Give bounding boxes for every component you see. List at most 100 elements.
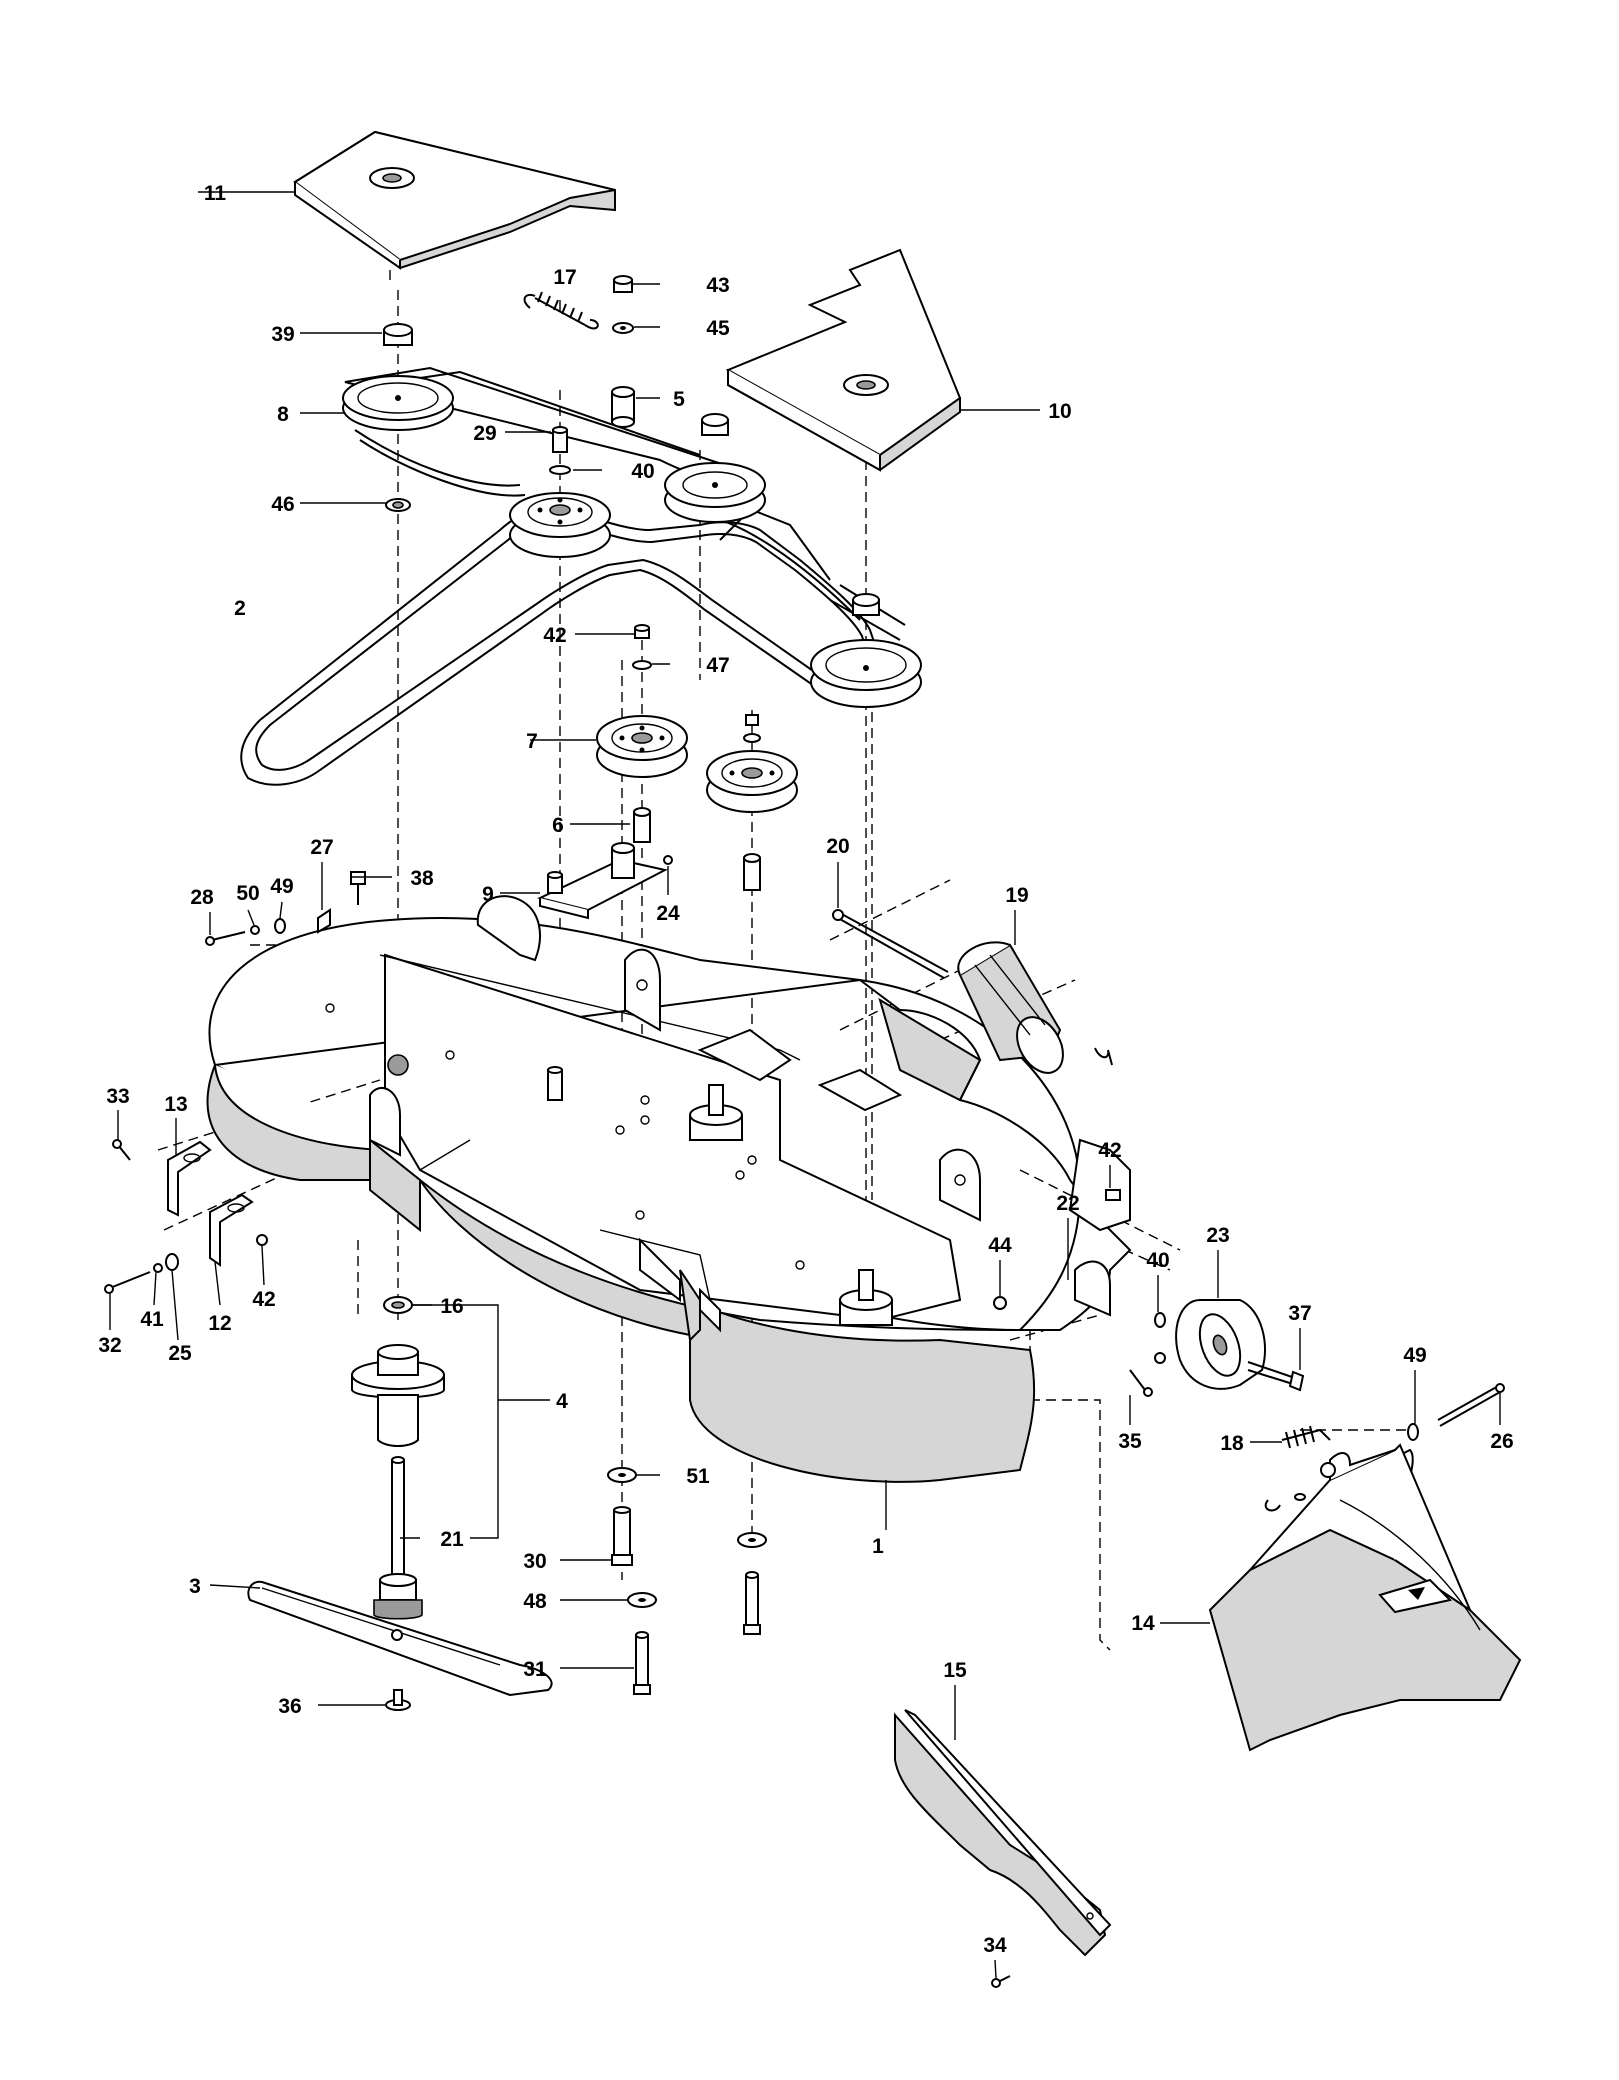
hairpin-clip <box>1094 1047 1113 1066</box>
pin-26 <box>1437 1383 1505 1427</box>
callout-32: 32 <box>98 1334 121 1357</box>
bolt-36 <box>385 1689 411 1711</box>
callout-12: 12 <box>208 1312 231 1335</box>
nut-42-left <box>256 1234 268 1246</box>
callout-42-left: 42 <box>252 1288 275 1311</box>
washer-48 <box>627 1592 657 1608</box>
pulley-right-lower <box>810 639 922 708</box>
callout-24: 24 <box>656 902 680 925</box>
bracket-12 <box>209 1193 254 1267</box>
callout-49-left: 49 <box>270 875 293 898</box>
nut-39 <box>383 323 413 346</box>
pin-20 <box>832 909 949 979</box>
screw-34 <box>991 1975 1011 1988</box>
spacer-right-idler <box>743 853 761 891</box>
callout-14: 14 <box>1131 1612 1155 1635</box>
drive-belt <box>240 366 906 786</box>
nut-44 <box>993 1296 1007 1310</box>
nut-42-top <box>634 624 650 639</box>
bolt-30 <box>611 1506 633 1566</box>
callout-28: 28 <box>190 886 214 909</box>
bolt-33 <box>112 1139 131 1161</box>
callout-48: 48 <box>523 1590 547 1613</box>
callout-43: 43 <box>706 274 729 297</box>
callout-36: 36 <box>278 1695 301 1718</box>
lock-washer-50 <box>250 925 260 935</box>
washer-40-top <box>549 465 571 475</box>
deflector-15 <box>894 1709 1112 1957</box>
callout-25: 25 <box>168 1342 192 1365</box>
washer-49-right <box>1407 1423 1419 1441</box>
callout-labels: 1 2 3 4 5 6 7 8 9 10 11 12 13 14 15 16 1… <box>98 182 1513 1957</box>
callout-42-top: 42 <box>543 624 566 647</box>
bolt-38 <box>350 871 366 905</box>
nut-upper-right <box>701 413 729 436</box>
bolt-29 <box>552 426 568 453</box>
bracket-27 <box>317 908 331 934</box>
callout-19: 19 <box>1005 884 1028 907</box>
callout-3: 3 <box>189 1575 201 1598</box>
callout-9: 9 <box>482 883 494 906</box>
callout-17: 17 <box>553 266 576 289</box>
callout-15: 15 <box>943 1659 967 1682</box>
bearing-46 <box>385 498 411 512</box>
callout-21: 21 <box>440 1528 464 1551</box>
nut-right-idler <box>743 714 761 743</box>
callout-23: 23 <box>1206 1224 1229 1247</box>
callout-46: 46 <box>271 493 294 516</box>
washer-40-right <box>1154 1312 1166 1328</box>
callout-10: 10 <box>1048 400 1071 423</box>
axle-bolt-37 <box>1247 1361 1305 1392</box>
callout-7: 7 <box>526 730 538 753</box>
bearing-16 <box>383 1296 413 1314</box>
bolt-24 <box>663 855 673 865</box>
washer-45 <box>612 322 634 334</box>
nut-right-lower <box>852 593 880 616</box>
washer-right-lower <box>737 1532 767 1548</box>
spring-18 <box>1281 1425 1331 1449</box>
bracket-13 <box>167 1140 212 1217</box>
callout-31: 31 <box>523 1658 547 1681</box>
belt-cover-right <box>725 248 962 472</box>
idler-pulley-right <box>706 750 798 813</box>
idler-pulley-center <box>509 492 611 558</box>
callout-5: 5 <box>673 388 685 411</box>
callout-40-top: 40 <box>631 460 654 483</box>
blade-3 <box>247 1580 553 1697</box>
spindle-housing-4 <box>351 1344 445 1447</box>
spacer-6 <box>633 807 651 843</box>
callout-18: 18 <box>1220 1432 1244 1455</box>
idler-pulley-7 <box>596 715 688 778</box>
bolt-31 <box>633 1631 651 1695</box>
callout-44: 44 <box>988 1234 1012 1257</box>
rear-wheel-23 <box>1154 1299 1266 1390</box>
washer-49-left <box>274 918 286 934</box>
idler-arm-9 <box>537 842 668 920</box>
callout-13: 13 <box>164 1093 187 1116</box>
callout-22: 22 <box>1056 1192 1079 1215</box>
callout-8: 8 <box>277 403 289 426</box>
bolt-35 <box>1129 1369 1153 1397</box>
callout-45: 45 <box>706 317 730 340</box>
discharge-chute-14 <box>1208 1443 1522 1752</box>
belt-cover-left <box>293 130 616 270</box>
roller-19 <box>957 941 1064 1074</box>
callout-11: 11 <box>204 182 227 205</box>
nut-43 <box>613 275 633 293</box>
callout-38: 38 <box>410 867 434 890</box>
callout-27: 27 <box>310 836 333 859</box>
spacer-25 <box>165 1253 179 1271</box>
callout-37: 37 <box>1288 1302 1311 1325</box>
callout-49-right: 49 <box>1403 1344 1426 1367</box>
callout-41: 41 <box>140 1308 164 1331</box>
nut-42-right <box>1105 1189 1121 1201</box>
callout-29: 29 <box>473 422 496 445</box>
callout-47: 47 <box>706 654 729 677</box>
washer-47 <box>632 660 652 670</box>
callout-34: 34 <box>983 1934 1007 1957</box>
washer-41 <box>153 1263 163 1273</box>
pulley-8 <box>342 375 454 431</box>
callout-4: 4 <box>556 1390 568 1413</box>
callout-16: 16 <box>440 1295 463 1318</box>
